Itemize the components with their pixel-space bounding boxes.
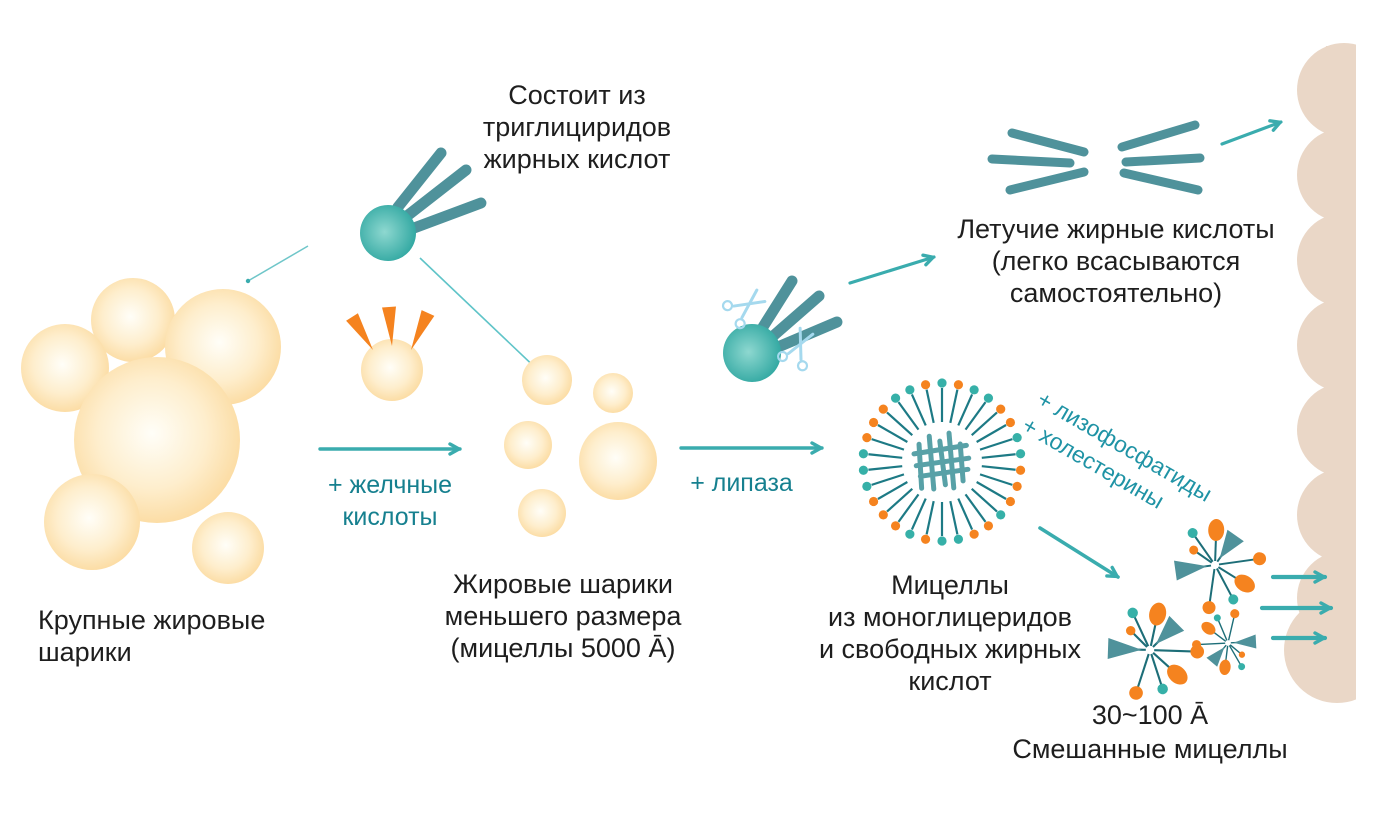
intestinal-wall xyxy=(1284,0,1376,814)
scissors-icon xyxy=(721,288,767,330)
mixed-micelle-figure xyxy=(1191,609,1257,675)
bile-wedge-icon xyxy=(346,313,373,350)
mixed-micelle-figure xyxy=(1173,519,1267,615)
micelle-figure xyxy=(858,378,1026,546)
label-mixed-micelles: 30~100 Ā Смешанные мицеллы xyxy=(1012,700,1288,764)
arrow xyxy=(1220,119,1283,146)
process-arrows xyxy=(318,119,1334,645)
scissors-icon xyxy=(776,326,815,372)
thin-arrow xyxy=(419,257,543,375)
label-smaller-globules: Жировые шарики меньшего размера (мицеллы… xyxy=(444,569,682,663)
triglyceride-ball xyxy=(360,147,487,261)
arrow xyxy=(848,253,936,285)
label-lipase: + липаза xyxy=(690,469,793,497)
spiky-globule xyxy=(346,306,435,401)
triglyceride-ball-lipase xyxy=(721,275,843,382)
label-triglycerides: Состоит из триглициридов жирных кислот xyxy=(482,80,672,174)
callout-line xyxy=(245,245,309,284)
micelle-core-hash xyxy=(911,430,972,492)
label-large-globules: Крупные жировые шарики xyxy=(38,605,266,667)
large-fat-globules xyxy=(21,278,281,584)
bile-wedge-icon xyxy=(382,306,396,346)
mixed-micelle-figure xyxy=(1107,602,1205,700)
label-bile-acids: + желчные кислоты xyxy=(327,471,453,531)
arrow xyxy=(1038,526,1120,579)
bile-wedge-icon xyxy=(411,310,435,350)
small-fat-globules xyxy=(504,355,657,537)
label-micelles: Мицеллы из моноглицеридов и свободных жи… xyxy=(818,570,1082,696)
label-volatile-fatty-acids: Летучие жирные кислоты (легко всасываютс… xyxy=(957,214,1275,308)
volatile-fatty-acid-dashes xyxy=(987,120,1205,195)
